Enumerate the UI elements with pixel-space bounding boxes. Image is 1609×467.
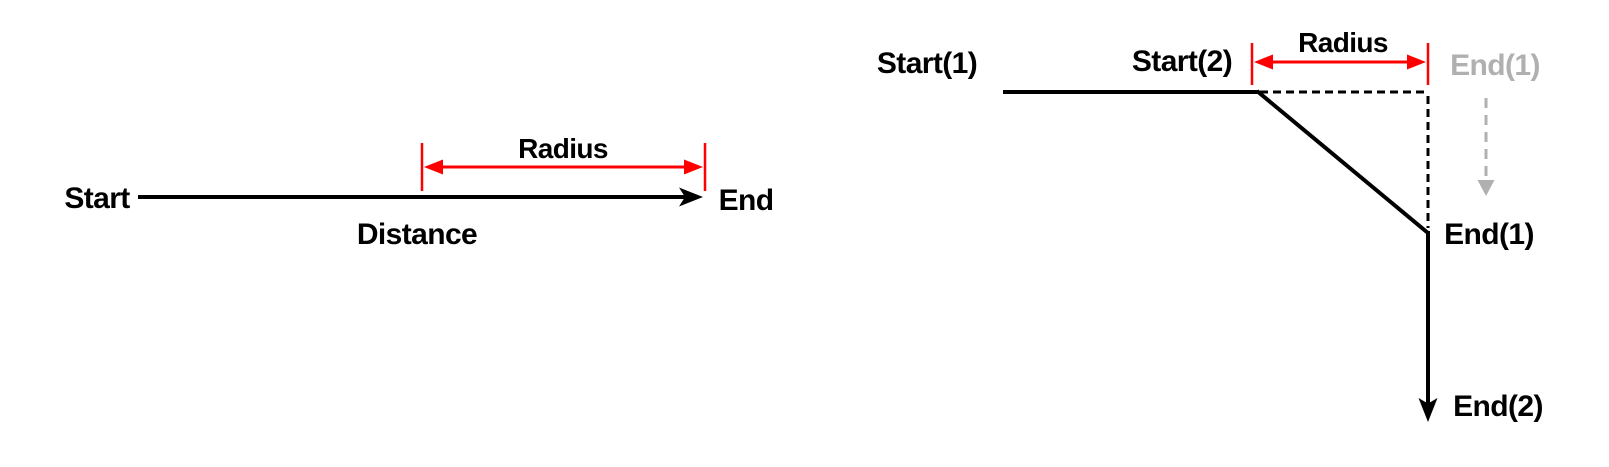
diagonal-segment-line	[1255, 89, 1430, 235]
segment-two-arrowhead-icon	[1418, 398, 1438, 422]
end1-ghost-label: End(1)	[1450, 49, 1540, 82]
end-label: End	[718, 184, 774, 217]
radius-dimension-label: Radius	[518, 133, 608, 164]
start1-label: Start(1)	[876, 47, 978, 80]
radius-arrowhead-right-icon	[1407, 54, 1426, 70]
distance-diagram	[138, 143, 707, 207]
distance-arrowhead-icon	[679, 187, 703, 207]
bent-path-diagram	[1003, 43, 1495, 422]
radius-dimension-label: Radius	[1298, 27, 1388, 58]
radius-arrowhead-left-icon	[424, 159, 443, 175]
start2-label: Start(2)	[1131, 45, 1233, 78]
distance-label: Distance	[356, 218, 478, 251]
radius-arrowhead-right-icon	[684, 159, 703, 175]
end2-label: End(2)	[1453, 390, 1543, 423]
radius-arrowhead-left-icon	[1254, 54, 1273, 70]
ghost-path-arrowhead-icon	[1477, 180, 1495, 196]
start-label: Start	[64, 182, 130, 215]
end1-label: End(1)	[1444, 218, 1534, 251]
